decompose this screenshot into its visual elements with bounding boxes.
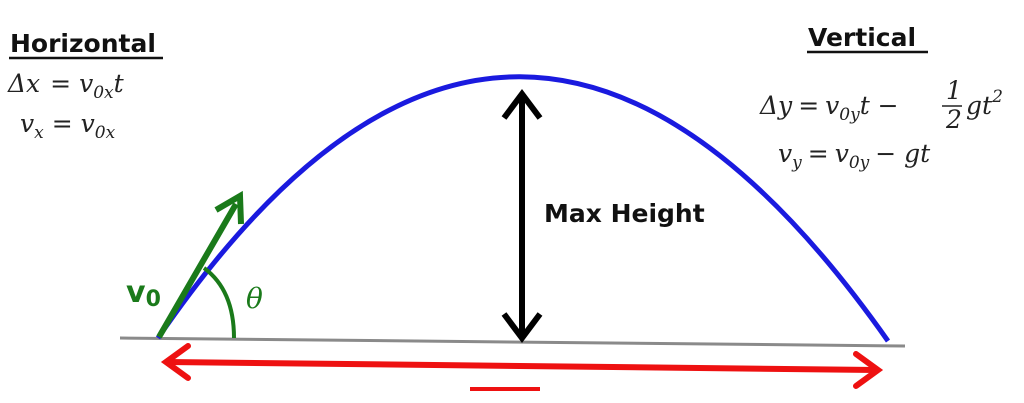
horizontal-eq-dx: Δx=v0xt [7, 69, 125, 103]
horizontal-title: Horizontal [10, 29, 156, 58]
angle-arc [202, 266, 236, 339]
range-label-cropped [470, 387, 540, 391]
fraction-denominator: 2 [945, 105, 962, 134]
v0-label: v0 [126, 275, 161, 312]
max-height-label: Max Height [544, 199, 705, 228]
initial-velocity-arrow [156, 190, 244, 339]
range-arrow [160, 343, 884, 389]
horizontal-eq-vx: vx=v0x [20, 109, 116, 143]
max-height-arrow [501, 89, 543, 343]
vertical-eq-vy: vy=v0y− gt [778, 139, 931, 173]
vertical-eq-gt2: gt2 [966, 87, 1003, 120]
theta-label: θ [246, 282, 263, 315]
fraction-numerator: 1 [946, 76, 962, 105]
trajectory-curve [155, 74, 891, 343]
vertical-eq-dy: Δy=v0yt − [759, 91, 899, 125]
ground-line [119, 336, 906, 348]
vertical-title: Vertical [808, 23, 916, 52]
